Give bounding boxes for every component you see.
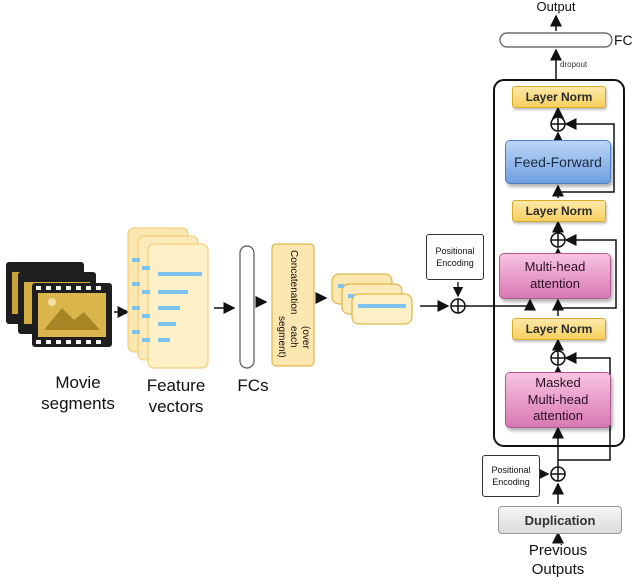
film-strips-icon (6, 262, 112, 347)
fcs-bar (239, 245, 255, 369)
masked-multi-head-attention-block: Masked Multi-head attention (505, 372, 611, 428)
encoder-add-icon (450, 298, 466, 314)
residual-add-icon-3 (550, 116, 566, 132)
residual-add-icon-2 (550, 232, 566, 248)
previous-outputs-label: Previous Outputs (528, 542, 588, 578)
output-label: Output (536, 0, 576, 14)
dropout-label: dropout (560, 60, 588, 69)
feature-vectors-label: Feature vectors (146, 376, 206, 417)
decoder-positional-encoding: Positional Encoding (482, 455, 540, 497)
concatenation-box (271, 243, 315, 367)
segment-vector-stack (331, 273, 413, 325)
residual-add-icon-1 (550, 350, 566, 366)
concatenation-label: Concatenation(over each segment) (276, 250, 311, 359)
layer-norm-mid: Layer Norm (512, 200, 606, 222)
fcs-label: FCs (237, 376, 269, 395)
duplication-block: Duplication (498, 506, 622, 534)
layer-norm-low: Layer Norm (512, 318, 606, 340)
feed-forward-block: Feed-Forward (505, 140, 611, 184)
layer-norm-top: Layer Norm (512, 86, 606, 108)
encoder-positional-encoding: Positional Encoding (426, 234, 484, 280)
output-fc-bar (499, 32, 613, 48)
decoder-block (493, 79, 625, 447)
feature-vector-cards (127, 227, 209, 369)
multi-head-attention-block: Multi-head attention (499, 253, 611, 299)
fc-label: FC (614, 32, 633, 48)
decoder-add-icon (550, 466, 566, 482)
movie-segments-label: Movie segments (41, 373, 115, 414)
